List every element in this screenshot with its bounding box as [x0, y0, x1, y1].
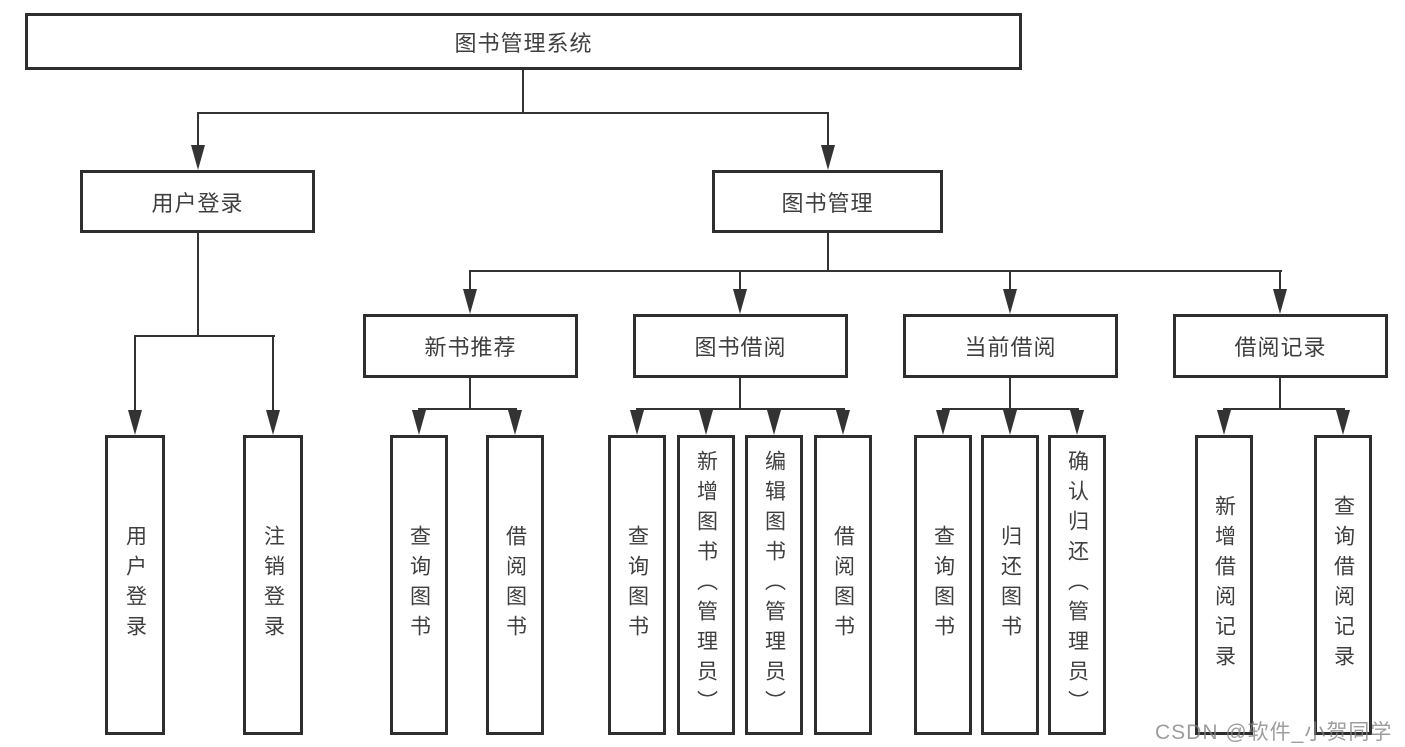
node-borrowing-records: 借阅记录 [1173, 314, 1388, 378]
arrow-down-icon [191, 145, 205, 170]
connector-line [522, 70, 524, 114]
arrow-down-icon [836, 410, 850, 435]
arrow-down-icon [1003, 289, 1017, 314]
leaf-label: 借阅图书 [831, 525, 855, 645]
arrow-down-icon [1273, 289, 1287, 314]
connector-line [739, 378, 741, 410]
arrow-down-icon [1003, 410, 1017, 435]
connector-line [1279, 378, 1281, 410]
leaf-confirm-return-admin: 确认归还（管理员） [1048, 435, 1106, 735]
node-book-borrowing: 图书借阅 [633, 314, 848, 378]
arrow-down-icon [936, 410, 950, 435]
arrow-down-icon [767, 410, 781, 435]
leaf-label: 新增图书（管理员） [694, 450, 718, 720]
connector-line [418, 408, 517, 410]
node-label: 新书推荐 [424, 335, 517, 360]
leaf-label: 查询图书 [407, 525, 431, 645]
node-label: 图书管理 [781, 190, 874, 216]
leaf-add-borrow-record: 新增借阅记录 [1195, 435, 1253, 735]
node-label: 借阅记录 [1234, 335, 1327, 360]
connector-line [469, 270, 1282, 272]
node-current-borrowing: 当前借阅 [903, 314, 1118, 378]
leaf-label: 确认归还（管理员） [1065, 450, 1089, 720]
arrow-down-icon [699, 410, 713, 435]
arrow-down-icon [1336, 410, 1350, 435]
connector-line [1223, 408, 1345, 410]
leaf-query-books-current: 查询图书 [914, 435, 972, 735]
leaf-label: 新增借阅记录 [1212, 495, 1236, 675]
leaf-return-books: 归还图书 [981, 435, 1039, 735]
connector-line [197, 112, 199, 148]
leaf-label: 查询借阅记录 [1331, 495, 1355, 675]
leaf-label: 借阅图书 [503, 525, 527, 645]
arrow-down-icon [412, 410, 426, 435]
connector-line [197, 233, 199, 337]
node-label: 用户登录 [151, 190, 244, 216]
leaf-query-books-borrowing: 查询图书 [608, 435, 666, 735]
node-label: 图书管理系统 [454, 30, 593, 56]
leaf-add-book-admin: 新增图书（管理员） [677, 435, 735, 735]
connector-line [469, 378, 471, 410]
arrow-down-icon [508, 410, 522, 435]
arrow-down-icon [821, 145, 835, 170]
leaf-label: 查询图书 [625, 525, 649, 645]
connector-line [636, 408, 845, 410]
leaf-label: 查询图书 [931, 525, 955, 645]
arrow-down-icon [733, 289, 747, 314]
leaf-borrow-books-borrowing: 借阅图书 [814, 435, 872, 735]
arrow-down-icon [1217, 410, 1231, 435]
arrow-down-icon [1070, 410, 1084, 435]
leaf-label: 注销登录 [261, 525, 285, 645]
connector-line [1009, 378, 1011, 410]
node-label: 图书借阅 [694, 335, 787, 360]
arrow-down-icon [266, 410, 280, 435]
node-book-management: 图书管理 [712, 170, 943, 233]
connector-line [134, 335, 136, 413]
connector-line [739, 270, 741, 294]
connector-line [272, 335, 274, 413]
leaf-query-books-recommend: 查询图书 [390, 435, 448, 735]
leaf-label: 编辑图书（管理员） [762, 450, 786, 720]
leaf-edit-book-admin: 编辑图书（管理员） [745, 435, 803, 735]
leaf-label: 用户登录 [123, 525, 147, 645]
leaf-user-login: 用户登录 [105, 435, 165, 735]
leaf-borrow-books-recommend: 借阅图书 [486, 435, 544, 735]
node-label: 当前借阅 [964, 335, 1057, 360]
arrow-down-icon [463, 289, 477, 314]
leaf-label: 归还图书 [998, 525, 1022, 645]
arrow-down-icon [630, 410, 644, 435]
leaf-logout: 注销登录 [243, 435, 303, 735]
connector-line [827, 112, 829, 148]
node-book-management-system: 图书管理系统 [25, 13, 1022, 70]
watermark: CSDN @软件_小贺同学 [1155, 721, 1393, 744]
connector-line [827, 233, 829, 272]
connector-line [1009, 270, 1011, 294]
node-user-login: 用户登录 [80, 170, 315, 233]
node-new-book-recommendation: 新书推荐 [363, 314, 578, 378]
connector-line [134, 335, 275, 337]
connector-line [197, 112, 829, 114]
arrow-down-icon [128, 410, 142, 435]
connector-line [1279, 270, 1281, 294]
leaf-query-borrow-record: 查询借阅记录 [1314, 435, 1372, 735]
connector-line [469, 270, 471, 294]
